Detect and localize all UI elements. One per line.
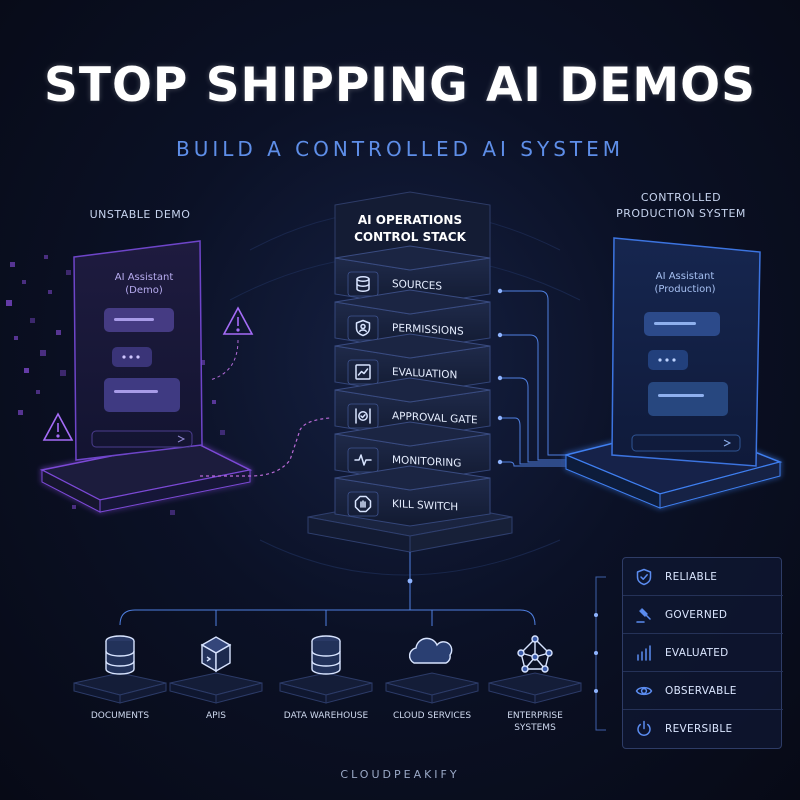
demo-connector (200, 417, 331, 477)
source-platform (73, 672, 167, 704)
stack-layer-top (334, 421, 491, 447)
shield-check-icon (635, 568, 653, 586)
stack-layer-monitoring (334, 421, 491, 483)
stop-hand-icon (354, 495, 376, 513)
feature-row-observable: OBSERVABLE (623, 672, 783, 710)
network-icon (517, 635, 553, 673)
stack-layer-top (334, 245, 491, 271)
stack-layer-label: SOURCES (392, 278, 443, 293)
bar-chart-icon (635, 644, 653, 662)
stack-title-line2: CONTROL STACK (354, 230, 466, 244)
controlled-label-line1: CONTROLLED (640, 191, 722, 204)
stack-layer-evaluation (334, 333, 491, 395)
stack-layer-sources (334, 245, 491, 307)
demo-screen-title-text: AI Assistant (114, 272, 174, 283)
feature-dots (594, 613, 598, 693)
warning-icon-bottom (42, 412, 74, 441)
glitch-pixels (6, 255, 225, 515)
right-device (611, 237, 761, 467)
stack-layer-kill-switch (334, 465, 491, 527)
feature-label: GOVERNED (665, 609, 728, 621)
demo-screen-title: AI Assistant (Demo) (96, 271, 192, 297)
stack-layer-icon-box (347, 403, 379, 429)
stack-title-line1: AI OPERATIONS (357, 213, 463, 227)
source-label: CLOUD SERVICES (382, 710, 482, 722)
left-device (73, 240, 203, 461)
stack-layer-top (334, 289, 491, 315)
stack-layer-icon-box (347, 359, 379, 385)
source-platform (385, 672, 479, 704)
stack-layer-icon-box (347, 491, 379, 517)
source-platform (488, 672, 582, 704)
pulse-icon (354, 451, 376, 469)
production-screen-subtitle-text: (Production) (654, 284, 716, 295)
stack-layer-permissions (334, 289, 491, 351)
feature-panel: RELIABLE GOVERNED EVALUATED OBSERVABLE REVER… (622, 557, 783, 749)
cube-icon (200, 636, 232, 673)
source-label: APIS (166, 710, 266, 722)
unstable-demo-label: UNSTABLE DEMO (89, 208, 191, 221)
stack-layer-approval-gate (334, 377, 491, 439)
source-label-line1: CLOUD SERVICES (392, 711, 472, 721)
warning-dashed-path (209, 339, 239, 381)
feature-label: OBSERVABLE (665, 685, 737, 697)
database-icon (311, 635, 341, 675)
source-platform (169, 672, 263, 704)
source-label-line1: DOCUMENTS (90, 711, 150, 721)
shield-user-icon (354, 319, 376, 337)
database-icon (105, 635, 135, 675)
source-label-line1: DATA WAREHOUSE (283, 711, 369, 721)
controlled-label-line2: PRODUCTION SYSTEM (616, 207, 746, 220)
stack-layer-top (334, 333, 491, 359)
footer-brand: CLOUDPEAKIFY (340, 768, 460, 781)
stack-title: AI OPERATIONS CONTROL STACK (346, 212, 474, 246)
database-icon (354, 275, 376, 293)
power-icon (635, 720, 653, 738)
production-screen-title-text: AI Assistant (655, 271, 715, 282)
cloud-icon (408, 637, 453, 664)
left-platform (39, 439, 253, 513)
stack-layer-icon-box (347, 271, 379, 297)
demo-screen-subtitle-text: (Demo) (125, 285, 163, 296)
gate-check-icon (354, 407, 376, 425)
controlled-production-label: CONTROLLED PRODUCTION SYSTEM (606, 190, 756, 222)
production-connectors (500, 290, 566, 467)
stack-layer-icon-box (347, 447, 379, 473)
source-connectors (119, 552, 536, 626)
source-platform (279, 672, 373, 704)
warning-icon-top (222, 306, 254, 335)
source-label-line1: ENTERPRISE (507, 711, 563, 721)
source-label-line1: APIS (206, 711, 226, 721)
source-platforms (73, 635, 582, 704)
feature-label: REVERSIBLE (665, 723, 733, 735)
stack-layer-top (334, 377, 491, 403)
feature-row-reversible: REVERSIBLE (623, 710, 783, 748)
chart-icon (354, 363, 376, 381)
eye-icon (635, 682, 653, 700)
source-label: DATA WAREHOUSE (276, 710, 376, 722)
feature-row-governed: GOVERNED (623, 596, 783, 634)
gavel-icon (635, 606, 653, 624)
source-label-line2: SYSTEMS (514, 723, 556, 733)
page-subtitle: BUILD A CONTROLLED AI SYSTEM (175, 137, 625, 161)
source-label: DOCUMENTS (70, 710, 170, 722)
stack-layer-icon-box (347, 315, 379, 341)
stack-layer-top (334, 465, 491, 491)
feature-label: EVALUATED (665, 647, 729, 659)
connector-node (407, 578, 413, 584)
production-screen-title: AI Assistant (Production) (630, 270, 740, 296)
feature-row-evaluated: EVALUATED (623, 634, 783, 672)
connector-dots (497, 288, 503, 465)
feature-row-reliable: RELIABLE (623, 558, 783, 596)
feature-label: RELIABLE (665, 571, 718, 583)
page-title: STOP SHIPPING AI DEMOS (44, 58, 756, 113)
stack-layers (334, 245, 491, 527)
source-label: ENTERPRISE SYSTEMS (485, 710, 585, 734)
